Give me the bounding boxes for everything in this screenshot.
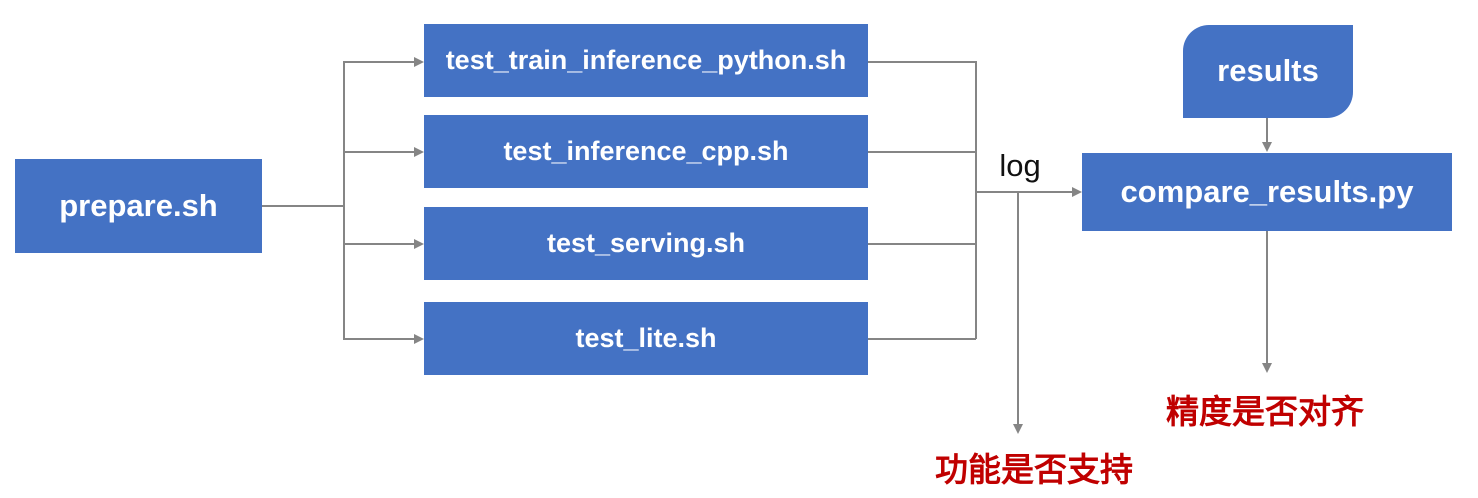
- connector-test-3-out: [868, 243, 976, 245]
- connector-prepare-out: [262, 205, 343, 207]
- connector-log-down: [1017, 192, 1019, 424]
- node-prepare-sh: prepare.sh: [15, 159, 262, 253]
- connector-branch-3: [343, 243, 414, 245]
- connector-log-to-compare: [975, 191, 1073, 193]
- connector-left-trunk: [343, 61, 345, 339]
- arrowhead-branch-2-icon: [414, 147, 424, 157]
- arrowhead-branch-3-icon: [414, 239, 424, 249]
- arrowhead-results-icon: [1262, 142, 1272, 152]
- edge-label-log: log: [999, 148, 1041, 183]
- arrowhead-function-support-icon: [1013, 424, 1023, 434]
- connector-test-2-out: [868, 151, 976, 153]
- arrowhead-compare-icon: [1072, 187, 1082, 197]
- connector-right-trunk: [975, 61, 977, 339]
- connector-branch-1: [343, 61, 414, 63]
- connector-compare-down: [1266, 231, 1268, 364]
- arrowhead-precision-icon: [1262, 363, 1272, 373]
- arrowhead-branch-1-icon: [414, 57, 424, 67]
- connector-branch-4: [343, 338, 414, 340]
- node-test-serving-sh: test_serving.sh: [424, 207, 868, 280]
- node-results: results: [1183, 25, 1353, 118]
- node-compare-results-py: compare_results.py: [1082, 153, 1452, 231]
- connector-test-1-out: [868, 61, 976, 63]
- connector-test-4-out: [868, 338, 976, 340]
- node-test-lite-sh: test_lite.sh: [424, 302, 868, 375]
- node-test-inference-cpp-sh: test_inference_cpp.sh: [424, 115, 868, 188]
- annotation-precision-aligned: 精度是否对齐: [1166, 393, 1364, 430]
- node-test-train-inference-python-sh: test_train_inference_python.sh: [424, 24, 868, 97]
- connector-branch-2: [343, 151, 414, 153]
- connector-results-to-compare: [1266, 118, 1268, 143]
- annotation-function-support: 功能是否支持: [935, 451, 1133, 488]
- arrowhead-branch-4-icon: [414, 334, 424, 344]
